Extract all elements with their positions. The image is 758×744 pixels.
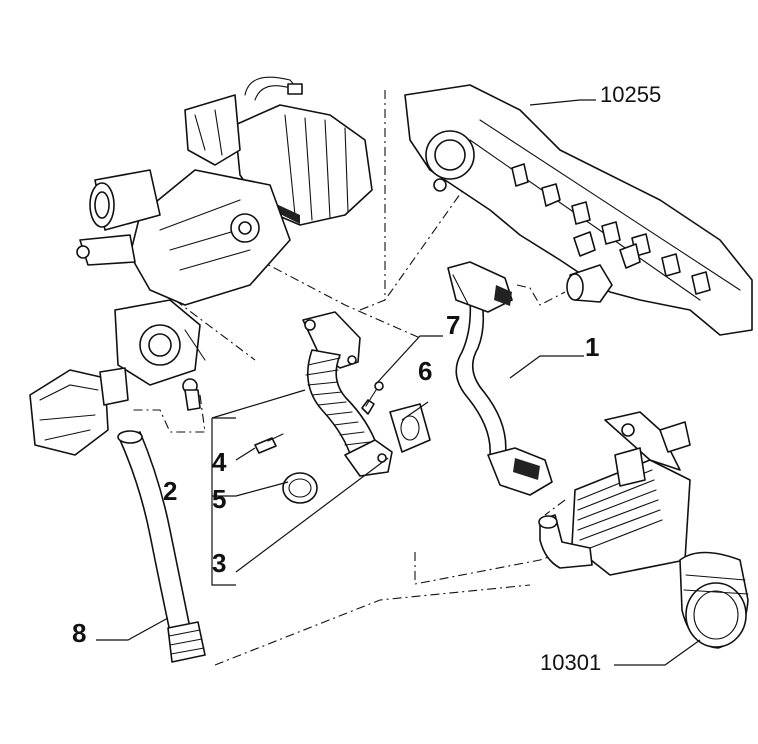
intake-manifold [404, 84, 753, 336]
egr-corrugated-pipe [302, 311, 393, 477]
callout-6: 6 [418, 356, 433, 386]
gasket-6 [389, 403, 431, 453]
callout-3: 3 [212, 548, 227, 578]
callout-10255: 10255 [600, 82, 662, 107]
bolt-4 [254, 433, 284, 454]
assembly-reference-lines [130, 90, 576, 666]
o-ring-5 [282, 472, 318, 504]
coolant-hose-1 [447, 261, 553, 496]
oil-cooler-filter-assembly [538, 411, 749, 649]
egr-valve-assembly [29, 76, 373, 456]
hose-8 [117, 430, 206, 663]
callout-8: 8 [72, 618, 87, 648]
callout-7: 7 [446, 310, 461, 340]
callout-10301: 10301 [540, 650, 602, 675]
leader-lines [96, 99, 701, 666]
callout-5: 5 [212, 484, 227, 514]
callout-2: 2 [163, 476, 178, 506]
stud-7 [361, 381, 384, 415]
callout-1: 1 [585, 332, 600, 362]
callout-4: 4 [212, 447, 227, 477]
